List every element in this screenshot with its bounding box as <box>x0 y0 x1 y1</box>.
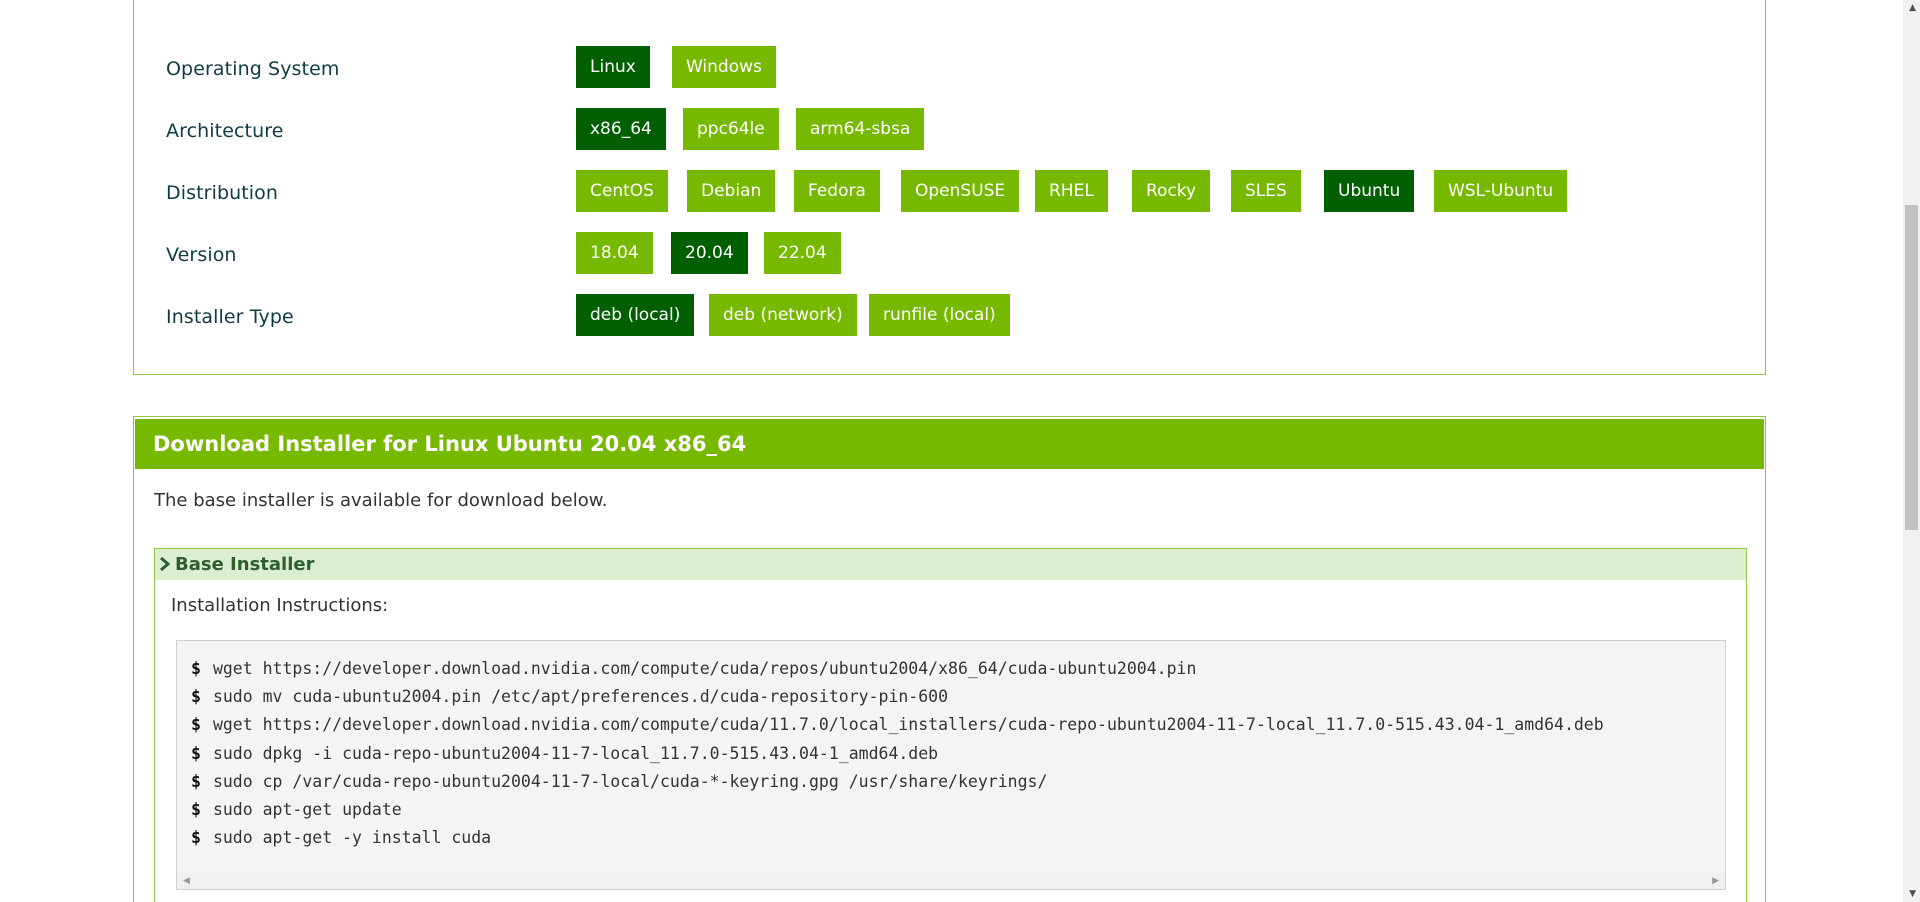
scrollbar-thumb[interactable] <box>1905 205 1918 530</box>
command-line: $ wget https://developer.download.nvidia.… <box>191 711 1604 739</box>
command-text: wget https://developer.download.nvidia.c… <box>212 715 1604 735</box>
distro-option-fedora[interactable]: Fedora <box>794 170 880 212</box>
command-list: $ wget https://developer.download.nvidia.… <box>191 655 1604 852</box>
version-option-22-04[interactable]: 22.04 <box>764 232 841 274</box>
shell-prompt: $ <box>191 687 201 707</box>
installation-commands-box[interactable]: $ wget https://developer.download.nvidia.… <box>176 640 1726 890</box>
version-row: Version 18.04 20.04 22.04 <box>134 232 1765 276</box>
distro-option-centos[interactable]: CentOS <box>576 170 668 212</box>
chevron-right-icon <box>160 557 171 571</box>
target-platform-selector: Operating System Linux Windows Architect… <box>133 0 1766 375</box>
command-line: $ sudo apt-get -y install cuda <box>191 824 1604 852</box>
distro-label: Distribution <box>166 182 279 204</box>
command-line: $ wget https://developer.download.nvidia.… <box>191 655 1604 683</box>
command-line: $ sudo cp /var/cuda-repo-ubuntu2004-11-7-… <box>191 768 1604 796</box>
arch-option-x86_64[interactable]: x86_64 <box>576 108 666 150</box>
command-line: $ sudo mv cuda-ubuntu2004.pin /etc/apt/pr… <box>191 683 1604 711</box>
os-option-linux[interactable]: Linux <box>576 46 650 88</box>
command-line: $ sudo dpkg -i cuda-repo-ubuntu2004-11-7-… <box>191 740 1604 768</box>
installer-option-deb-network[interactable]: deb (network) <box>709 294 857 336</box>
page-vertical-scrollbar[interactable]: ▲ ▼ <box>1903 0 1920 902</box>
installation-instructions-label: Installation Instructions: <box>171 595 389 616</box>
distro-option-debian[interactable]: Debian <box>687 170 776 212</box>
distro-option-opensuse[interactable]: OpenSUSE <box>901 170 1020 212</box>
arch-row: Architecture x86_64 ppc64le arm64-sbsa <box>134 108 1765 152</box>
version-label: Version <box>166 244 237 266</box>
distro-option-wsl-ubuntu[interactable]: WSL-Ubuntu <box>1434 170 1568 212</box>
shell-prompt: $ <box>191 659 201 678</box>
scroll-down-arrow-icon[interactable]: ▼ <box>1909 889 1916 899</box>
shell-prompt: $ <box>191 799 201 819</box>
shell-prompt: $ <box>191 743 201 763</box>
version-option-18-04[interactable]: 18.04 <box>576 232 653 274</box>
command-text: sudo mv cuda-ubuntu2004.pin /etc/apt/pre… <box>212 687 949 707</box>
installer-label: Installer Type <box>166 306 294 328</box>
os-row: Operating System Linux Windows <box>134 46 1765 90</box>
base-installer-note: The base installer is available for down… <box>154 490 608 511</box>
distro-option-rhel[interactable]: RHEL <box>1035 170 1108 212</box>
scroll-right-arrow-icon[interactable]: ▶ <box>1712 876 1719 886</box>
installer-option-runfile-local[interactable]: runfile (local) <box>869 294 1010 336</box>
distro-row: Distribution CentOS Debian Fedora OpenSU… <box>134 170 1765 214</box>
command-line: $ sudo apt-get update <box>191 796 1604 824</box>
installer-row: Installer Type deb (local) deb (network)… <box>134 294 1765 338</box>
base-installer-title: Base Installer <box>175 554 315 575</box>
arch-option-arm64-sbsa[interactable]: arm64-sbsa <box>796 108 925 150</box>
shell-prompt: $ <box>191 715 201 735</box>
command-text: wget https://developer.download.nvidia.c… <box>212 659 1197 678</box>
arch-label: Architecture <box>166 120 284 142</box>
arch-option-ppc64le[interactable]: ppc64le <box>683 108 779 150</box>
download-header: Download Installer for Linux Ubuntu 20.0… <box>135 419 1764 469</box>
installer-option-deb-local[interactable]: deb (local) <box>576 294 695 336</box>
os-label: Operating System <box>166 58 340 80</box>
horizontal-scrollbar[interactable]: ◀ ▶ <box>177 873 1725 889</box>
base-installer-toggle[interactable]: Base Installer <box>155 549 1746 580</box>
command-text: sudo apt-get update <box>212 799 402 819</box>
base-installer-accordion: Base Installer Installation Instructions… <box>154 548 1747 902</box>
distro-option-sles[interactable]: SLES <box>1231 170 1301 212</box>
download-installer-panel: Download Installer for Linux Ubuntu 20.0… <box>133 416 1766 902</box>
distro-option-rocky[interactable]: Rocky <box>1132 170 1211 212</box>
version-option-20-04[interactable]: 20.04 <box>671 232 748 274</box>
shell-prompt: $ <box>191 771 201 791</box>
scroll-left-arrow-icon[interactable]: ◀ <box>183 876 190 886</box>
distro-option-ubuntu[interactable]: Ubuntu <box>1324 170 1415 212</box>
shell-prompt: $ <box>191 828 201 848</box>
scroll-up-arrow-icon[interactable]: ▲ <box>1909 3 1916 13</box>
command-text: sudo apt-get -y install cuda <box>212 828 492 848</box>
command-text: sudo cp /var/cuda-repo-ubuntu2004-11-7-l… <box>212 771 1048 791</box>
command-text: sudo dpkg -i cuda-repo-ubuntu2004-11-7-l… <box>212 743 939 763</box>
os-option-windows[interactable]: Windows <box>672 46 776 88</box>
